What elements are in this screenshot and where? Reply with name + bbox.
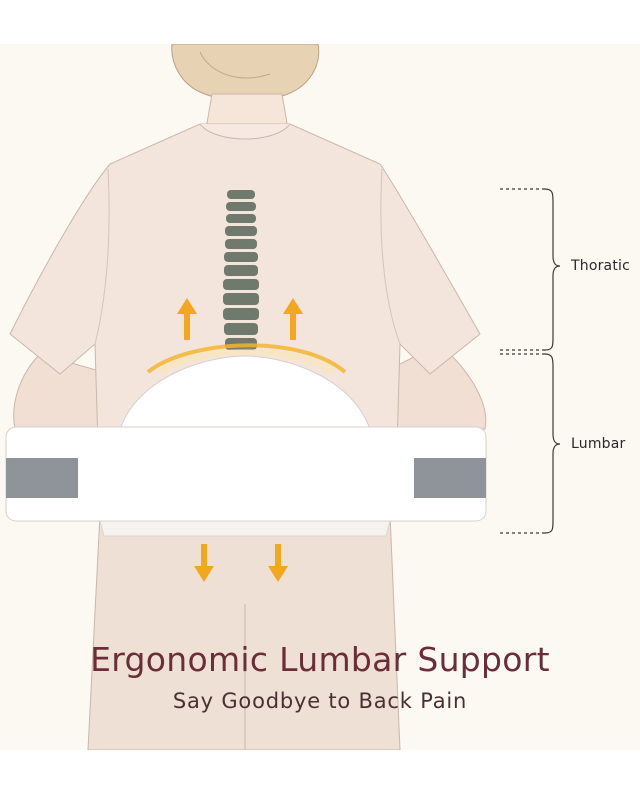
arrow-up-icon bbox=[177, 298, 303, 340]
bracket-icon bbox=[500, 188, 561, 534]
left-strap bbox=[6, 458, 78, 498]
thoratic-label: Thoratic bbox=[571, 258, 631, 274]
support-arc bbox=[146, 343, 347, 374]
right-strap bbox=[414, 458, 486, 498]
arrow-down-icon bbox=[194, 544, 288, 582]
illustration-canvas: Thoratic Lumbar Ergonomic Lumbar Support… bbox=[0, 44, 640, 750]
hair bbox=[171, 44, 320, 102]
cushion-dome bbox=[119, 355, 371, 430]
headline-title: Ergonomic Lumbar Support bbox=[90, 640, 550, 679]
back-support-illustration bbox=[5, 44, 561, 750]
pants bbox=[87, 513, 401, 750]
lumbar-label: Lumbar bbox=[571, 436, 626, 452]
headline-subtitle: Say Goodbye to Back Pain bbox=[172, 689, 468, 713]
